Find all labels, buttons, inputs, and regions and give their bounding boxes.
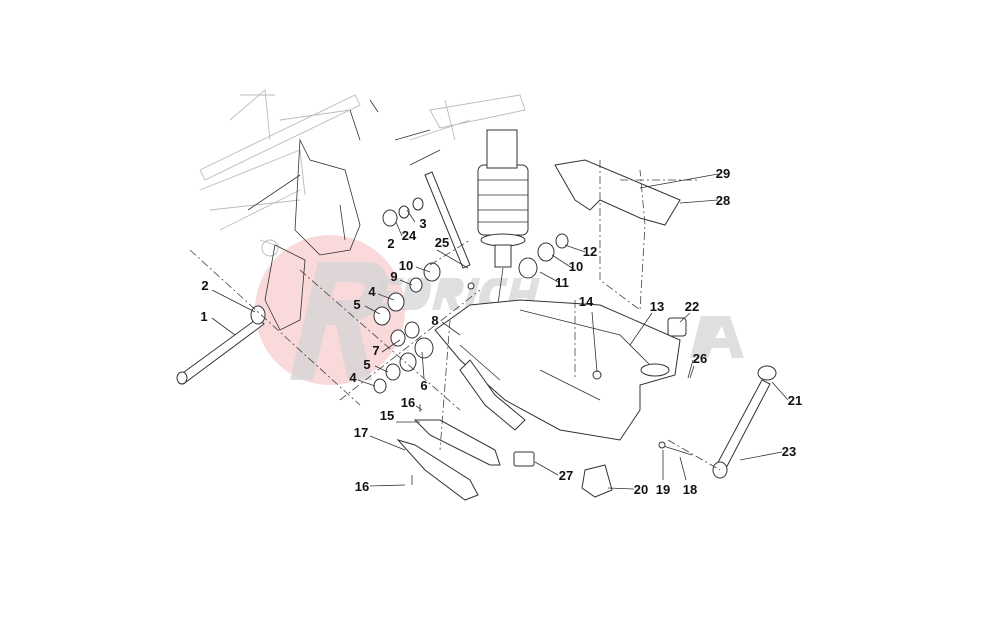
shock-absorber <box>477 129 529 326</box>
part-label-4: 4 <box>368 284 376 299</box>
part-label-27: 27 <box>559 468 573 483</box>
bearings <box>373 197 694 498</box>
part-label-21: 21 <box>788 393 802 408</box>
linkage-rod <box>424 171 471 269</box>
part-label-10: 10 <box>569 259 583 274</box>
part-label-16: 16 <box>355 479 369 494</box>
part-label-8: 8 <box>431 313 438 328</box>
chain-slider <box>413 419 501 466</box>
part-label-11: 11 <box>555 275 569 290</box>
part-label-2: 2 <box>387 236 394 251</box>
part-label-20: 20 <box>634 482 648 497</box>
swingarm <box>434 299 681 441</box>
part-label-2: 2 <box>201 278 208 293</box>
part-label-10: 10 <box>399 258 413 273</box>
part-label-3: 3 <box>419 216 426 231</box>
part-label-7: 7 <box>372 343 379 358</box>
part-label-6: 6 <box>420 378 427 393</box>
wheel-axle <box>712 365 777 479</box>
part-label-17: 17 <box>354 425 368 440</box>
part-label-1: 1 <box>200 309 207 324</box>
part-label-18: 18 <box>683 482 697 497</box>
part-label-14: 14 <box>579 294 594 309</box>
part-label-28: 28 <box>716 193 730 208</box>
part-label-16: 16 <box>401 395 415 410</box>
part-label-26: 26 <box>693 351 707 366</box>
part-label-5: 5 <box>353 297 360 312</box>
part-label-19: 19 <box>656 482 670 497</box>
part-label-29: 29 <box>716 166 730 181</box>
chain-guide <box>396 439 479 501</box>
frame-outline <box>199 89 526 331</box>
part-label-25: 25 <box>435 235 449 250</box>
part-label-9: 9 <box>390 269 397 284</box>
chain-guard <box>554 159 681 226</box>
part-label-4: 4 <box>349 370 357 385</box>
part-label-5: 5 <box>363 357 370 372</box>
part-label-13: 13 <box>650 299 664 314</box>
part-label-24: 24 <box>402 228 417 243</box>
part-label-12: 12 <box>583 244 597 259</box>
part-label-22: 22 <box>685 299 699 314</box>
part-label-23: 23 <box>782 444 796 459</box>
pivot-shaft <box>176 305 266 385</box>
leader-lines <box>211 173 789 490</box>
assembly-lines <box>189 160 721 471</box>
part-label-15: 15 <box>380 408 394 423</box>
watermark-lower-lettering <box>690 316 744 358</box>
